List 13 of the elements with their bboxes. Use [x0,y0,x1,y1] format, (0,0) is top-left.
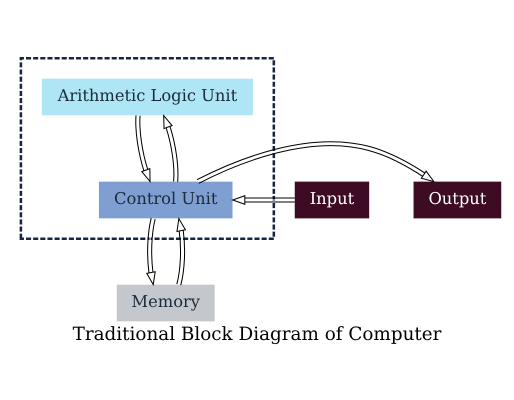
node-box: Output [414,182,502,218]
arrow [163,114,178,182]
node-box: Arithmetic Logic Unit [42,78,253,116]
caption: Traditional Block Diagram of Computer [72,324,442,346]
arrow [196,141,436,184]
arrow [231,195,295,205]
node-box: Control Unit [98,182,233,218]
node-box: Input [294,182,370,218]
cluster [20,56,276,240]
node-box: Memory [116,284,215,322]
arrow [135,115,151,184]
arrow [146,218,156,286]
arrow [176,217,186,286]
